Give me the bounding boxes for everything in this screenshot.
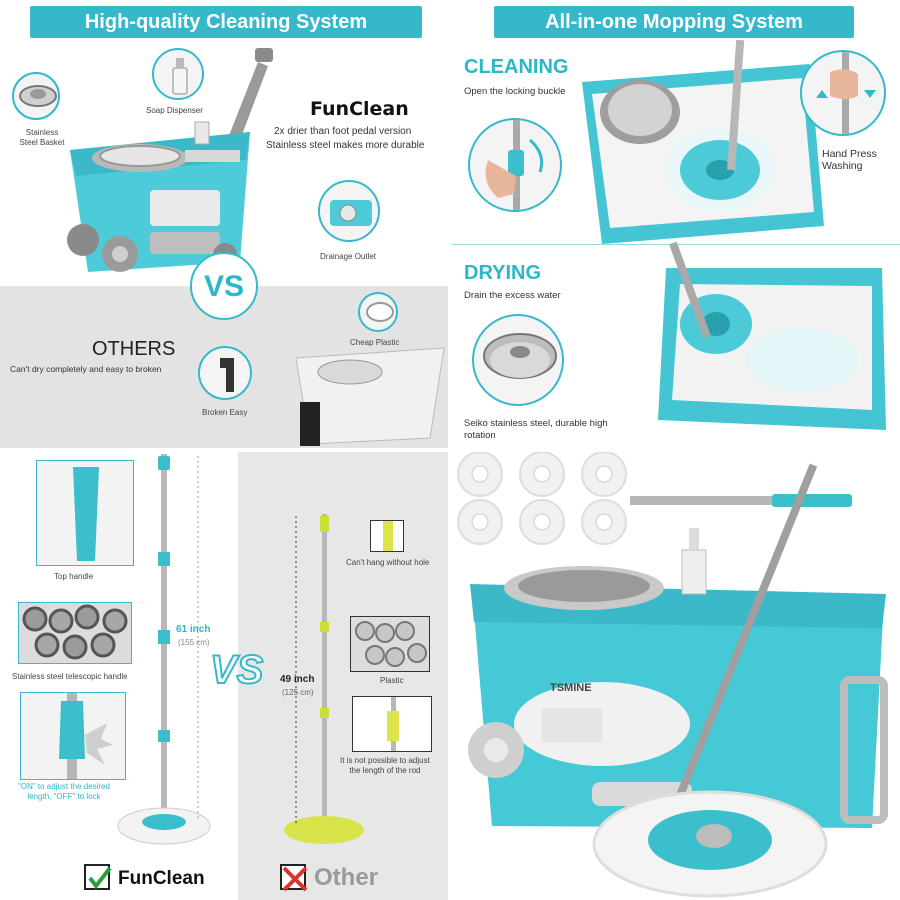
on-off-label: "ON" to adjust the desired length, "OFF"… <box>18 782 110 801</box>
seiko-basket-circle <box>472 314 564 406</box>
plastic-box <box>350 616 430 672</box>
bucket-set-image <box>468 463 888 898</box>
panel-handle-compare: Top handle Stainless steel telescopic ha… <box>0 452 448 900</box>
length-49-cm-label: (125 cm) <box>282 688 314 697</box>
cant-hang-box <box>370 520 404 552</box>
curved-arrow-icon <box>528 138 544 173</box>
broken-easy-label: Broken Easy <box>202 408 248 417</box>
funclean-mop-image <box>117 454 211 845</box>
panel-product-set: TSMINE <box>452 452 900 900</box>
soap-dispenser-label: Soap Dispenser <box>146 106 203 115</box>
top-handle-box <box>36 460 134 566</box>
cross-icon <box>280 864 308 892</box>
feature-1: 2x drier than foot pedal version <box>274 126 412 137</box>
bucket-brand: TSMINE <box>550 682 592 694</box>
cheap-plastic-label: Cheap Plastic <box>350 338 400 347</box>
seiko-desc: Seiko stainless steel, durable high rota… <box>464 418 608 441</box>
length-61-label: 61 inch <box>176 624 211 635</box>
funclean-label: FunClean <box>118 868 205 889</box>
funclean-bucket-image <box>67 48 273 272</box>
stainless-basket-circle <box>12 72 60 120</box>
length-49-label: 49 inch <box>280 674 315 685</box>
stainless-basket-label: Stainless Steel Basket <box>19 128 65 147</box>
hand-press-label: Hand Press Washing <box>822 148 877 172</box>
vs-overlay: VS <box>209 647 264 693</box>
hand-press-circle <box>800 50 886 136</box>
vs-label: VS <box>203 270 245 303</box>
other-label: Other <box>314 864 379 891</box>
others-bucket-image <box>295 347 445 446</box>
soap-dispenser-circle <box>152 48 204 100</box>
feature-2: Stainless steel makes more durable <box>266 140 425 151</box>
cleaning-desc: Open the locking buckle <box>464 86 566 97</box>
others-desc: Can't dry completely and easy to broken <box>10 364 162 374</box>
others-title: OTHERS <box>92 338 176 360</box>
top-handle-label: Top handle <box>54 572 94 581</box>
length-61-cm-label: (155 cm) <box>178 638 210 647</box>
drying-title: DRYING <box>464 262 542 284</box>
telescopic-box <box>18 602 132 664</box>
not-adjust-box <box>352 696 432 752</box>
on-off-box <box>20 692 126 780</box>
cleaning-title: CLEANING <box>464 56 569 78</box>
arrow-up-icon <box>816 90 828 98</box>
buckle-circle <box>468 118 562 212</box>
drainage-outlet-label: Drainage Outlet <box>320 252 377 261</box>
mop-pads-image <box>457 452 627 545</box>
arrow-down-icon <box>864 90 876 98</box>
panel-cleaning-system: High-quality Cleaning System Stainless S… <box>0 0 448 448</box>
cleaning-bucket-image <box>582 39 824 244</box>
banner-cleaning-system: High-quality Cleaning System <box>30 6 422 38</box>
spare-handle-image <box>630 494 852 507</box>
other-mop-image <box>284 514 364 844</box>
cheap-plastic-circle <box>358 292 398 332</box>
check-icon <box>84 864 112 890</box>
panel-mopping-system: All-in-one Mopping System CLEANING Open … <box>452 0 900 448</box>
cant-hang-label: Can't hang without hole <box>346 558 430 567</box>
telescopic-label: Stainless steel telescopic handle <box>12 672 128 681</box>
banner-mopping-system: All-in-one Mopping System <box>494 6 854 38</box>
not-adjust-label: It is not possible to adjust the length … <box>340 756 430 775</box>
plastic-label: Plastic <box>380 676 404 685</box>
brand-title: FunClean <box>310 98 409 120</box>
drying-bucket-image <box>658 241 886 430</box>
broken-easy-circle <box>198 346 252 400</box>
drying-desc: Drain the excess water <box>464 290 561 301</box>
vs-circle: VS <box>190 252 258 320</box>
drainage-outlet-circle <box>318 180 380 242</box>
